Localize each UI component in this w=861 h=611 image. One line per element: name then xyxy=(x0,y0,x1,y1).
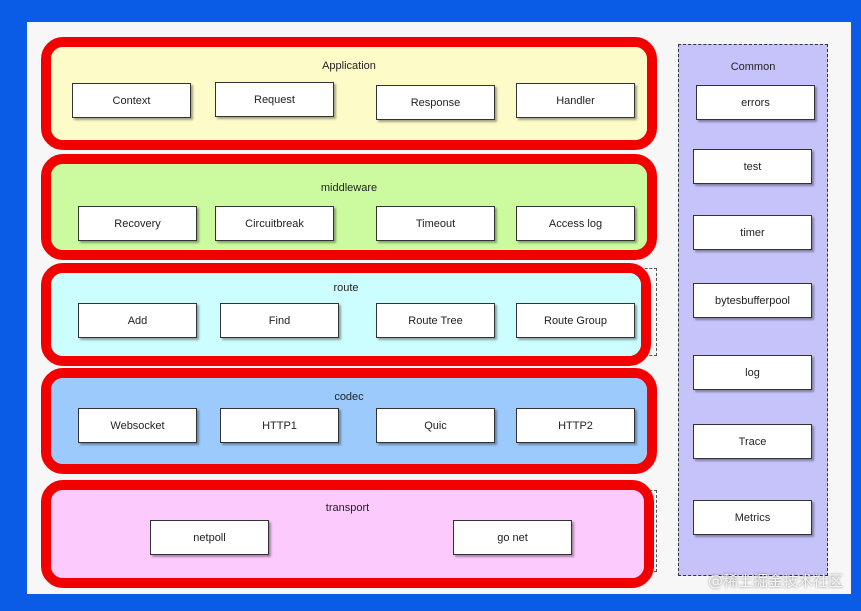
route-item-route-group: Route Group xyxy=(516,303,635,338)
common-item-trace: Trace xyxy=(693,424,812,459)
application-item-response: Response xyxy=(376,85,495,120)
common-item-test: test xyxy=(693,149,812,184)
route-layer: route Add Find Route Tree Route Group xyxy=(41,263,651,366)
codec-item-quic: Quic xyxy=(376,408,495,443)
application-layer: Application Context Request Response Han… xyxy=(41,37,657,150)
transport-item-go-net: go net xyxy=(453,520,572,555)
common-item-timer: timer xyxy=(693,215,812,250)
codec-item-websocket: Websocket xyxy=(78,408,197,443)
common-item-log: log xyxy=(693,355,812,390)
common-item-errors: errors xyxy=(696,85,815,120)
common-panel: Common errors test timer bytesbufferpool… xyxy=(678,44,828,576)
common-item-bytesbufferpool: bytesbufferpool xyxy=(693,283,812,318)
middleware-layer-title: middleware xyxy=(320,182,378,194)
route-layer-dashed-edge xyxy=(640,268,657,356)
application-item-request: Request xyxy=(215,82,334,117)
middleware-item-access-log: Access log xyxy=(516,206,635,241)
route-layer-title: route xyxy=(333,282,359,294)
middleware-item-recovery: Recovery xyxy=(78,206,197,241)
transport-layer: transport netpoll go net xyxy=(41,480,654,588)
route-item-route-tree: Route Tree xyxy=(376,303,495,338)
codec-layer: codec Websocket HTTP1 Quic HTTP2 xyxy=(41,368,657,474)
application-item-handler: Handler xyxy=(516,83,635,118)
codec-item-http2: HTTP2 xyxy=(516,408,635,443)
codec-item-http1: HTTP1 xyxy=(220,408,339,443)
common-item-metrics: Metrics xyxy=(693,500,812,535)
middleware-item-circuitbreak: Circuitbreak xyxy=(215,206,334,241)
route-item-find: Find xyxy=(220,303,339,338)
application-layer-title: Application xyxy=(322,60,376,72)
transport-item-netpoll: netpoll xyxy=(150,520,269,555)
transport-layer-title: transport xyxy=(325,502,370,514)
codec-layer-title: codec xyxy=(334,391,364,403)
watermark-text: @稀土掘金技术社区 xyxy=(707,572,843,590)
application-item-context: Context xyxy=(72,83,191,118)
common-panel-title: Common xyxy=(730,61,776,73)
route-item-add: Add xyxy=(78,303,197,338)
middleware-item-timeout: Timeout xyxy=(376,206,495,241)
middleware-layer: middleware Recovery Circuitbreak Timeout… xyxy=(41,154,657,260)
